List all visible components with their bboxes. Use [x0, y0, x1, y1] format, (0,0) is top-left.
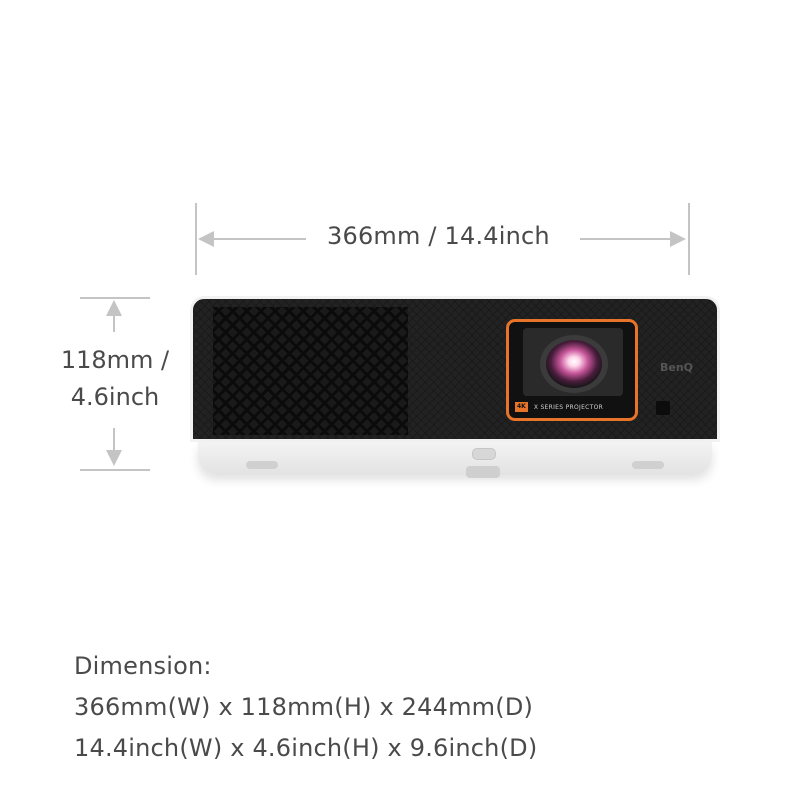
height-bottom-line: [113, 428, 115, 450]
projector-base: [198, 442, 712, 474]
focus-button: [472, 448, 496, 460]
series-label: X SERIES PROJECTOR: [533, 403, 604, 411]
height-up-arrow-icon: [106, 300, 122, 316]
height-top-line: [113, 312, 115, 332]
dimension-heading: Dimension:: [74, 652, 212, 680]
height-top-tick: [80, 297, 150, 299]
speaker-grille: [213, 307, 408, 435]
right-foot: [632, 461, 664, 469]
width-right-arrow-icon: [670, 231, 686, 247]
height-bottom-tick: [80, 469, 150, 471]
width-label: 366mm / 14.4inch: [327, 222, 550, 250]
dimension-metric: 366mm(W) x 118mm(H) x 244mm(D): [74, 693, 534, 721]
dimension-specs: Dimension: 366mm(W) x 118mm(H) x 244mm(D…: [74, 646, 537, 769]
height-label-line1: 118mm /: [60, 346, 170, 374]
left-foot: [246, 461, 278, 469]
width-left-line: [210, 238, 306, 240]
lens-icon: [540, 335, 608, 393]
dimension-imperial: 14.4inch(W) x 4.6inch(H) x 9.6inch(D): [74, 734, 538, 762]
height-down-arrow-icon: [106, 450, 122, 466]
ir-sensor: [656, 401, 670, 415]
width-right-line: [580, 238, 676, 240]
width-left-arrow-icon: [198, 231, 214, 247]
4k-badge: 4K: [515, 402, 528, 412]
height-label: 118mm / 4.6inch: [40, 342, 190, 416]
projector-image: 4K X SERIES PROJECTOR BenQ: [190, 296, 722, 486]
brand-logo: BenQ: [660, 361, 694, 374]
center-foot: [466, 466, 500, 478]
width-right-tick: [688, 203, 690, 275]
height-label-line2: 4.6inch: [70, 383, 160, 411]
width-left-tick: [195, 203, 197, 275]
projector-body: 4K X SERIES PROJECTOR BenQ: [190, 296, 720, 442]
series-strip: 4K X SERIES PROJECTOR: [515, 400, 629, 414]
lens-frame: 4K X SERIES PROJECTOR: [506, 319, 638, 421]
